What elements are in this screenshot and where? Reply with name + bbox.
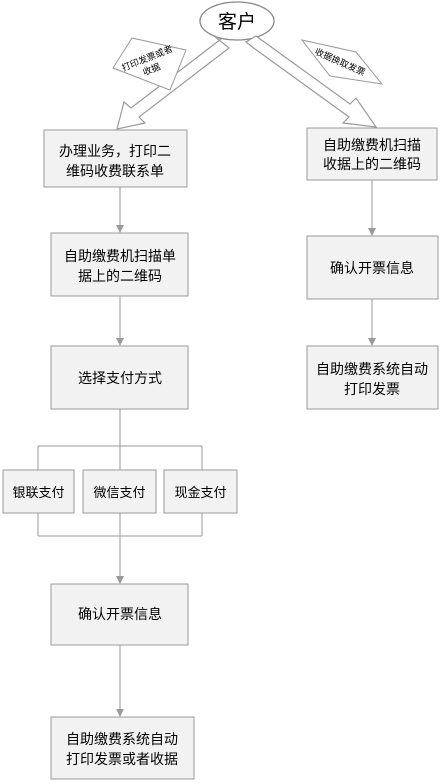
left-step-2: 自助缴费机扫描单 据上的二维码: [50, 232, 189, 297]
start-node-label: 客户: [218, 11, 256, 33]
left-step-3: 选择支付方式: [50, 345, 189, 410]
payment-option-unionpay-label: 银联支付: [12, 486, 64, 501]
right-step-3-line-2: 打印发票: [344, 381, 400, 398]
payment-option-wechat-label: 微信支付: [93, 486, 145, 501]
payment-option-unionpay: 银联支付: [2, 469, 75, 514]
left-step-2-line-1: 自助缴费机扫描单: [64, 249, 176, 265]
payment-option-cash-label: 现金支付: [174, 485, 226, 501]
start-node: 客户: [199, 1, 275, 41]
left-step-5-line-1: 自助缴费系统自动: [66, 732, 178, 748]
right-branch-arrow: [244, 35, 378, 128]
right-step-2: 确认开票信息: [306, 235, 439, 300]
payment-merge-connector: [37, 513, 203, 584]
left-step-4-line-1: 确认开票信息: [78, 606, 162, 623]
left-branch-label: 打印发票或者 收据: [112, 37, 187, 91]
left-step-3-line-1: 选择支付方式: [78, 371, 162, 387]
right-step-3-line-1: 自助缴费系统自动: [316, 362, 428, 378]
left-step-1-line-1: 办理业务，打印二: [59, 143, 171, 160]
left-step-4: 确认开票信息: [50, 583, 189, 646]
connector: [116, 296, 124, 346]
left-step-1: 办理业务，打印二 维码收费联系单: [43, 129, 188, 188]
right-step-3: 自助缴费系统自动 打印发票: [306, 345, 439, 410]
right-step-2-line-1: 确认开票信息: [330, 260, 414, 277]
right-step-1: 自助缴费机扫描 收据上的二维码: [306, 127, 438, 181]
left-step-5-line-2: 打印发票或者收据: [66, 751, 178, 768]
connector: [116, 645, 124, 717]
payment-option-wechat: 微信支付: [82, 469, 157, 514]
right-step-1-line-2: 收据上的二维码: [323, 157, 421, 173]
left-step-5: 自助缴费系统自动 打印发票或者收据: [50, 716, 195, 780]
connector: [368, 299, 376, 346]
left-step-1-line-2: 维码收费联系单: [66, 164, 164, 180]
connector: [368, 180, 376, 236]
connector: [116, 187, 124, 233]
right-step-1-line-1: 自助缴费机扫描: [323, 138, 421, 154]
left-step-2-line-2: 据上的二维码: [78, 269, 162, 285]
payment-branch-connector: [37, 409, 203, 470]
payment-option-cash: 现金支付: [163, 469, 238, 514]
